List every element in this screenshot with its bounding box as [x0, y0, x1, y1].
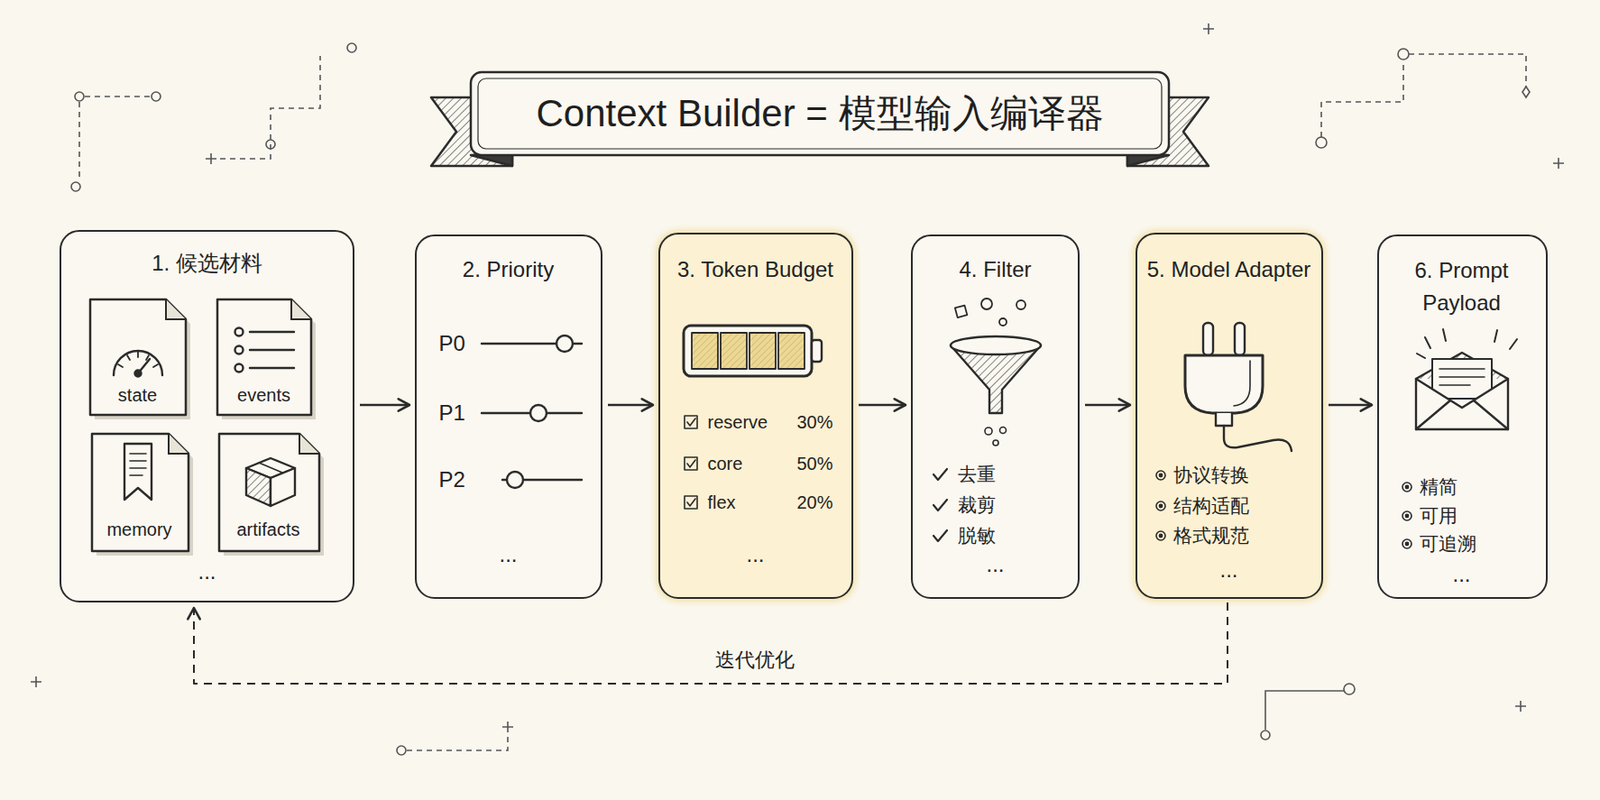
item-text: ... [197, 558, 216, 585]
filter-box: 4. Filter 去重裁剪脱敏... [910, 234, 1080, 599]
doc-card: state [90, 299, 186, 415]
box-heading: 2. Priority [462, 256, 554, 283]
edge-label: 迭代优化 [709, 646, 800, 674]
payload-box: 6. Prompt Payload 精简可用可追溯... [1377, 234, 1548, 599]
doc-card: artifacts [219, 433, 320, 552]
item-text: ... [1452, 560, 1471, 588]
funnel-icon [950, 298, 1041, 446]
item-text: 裁剪 [957, 493, 996, 516]
envelope-icon [1416, 329, 1518, 430]
list-icon [235, 328, 295, 373]
doc-card: events [217, 299, 312, 415]
item-text: 精简 [1419, 475, 1458, 498]
priority-box: 2. PriorityP0P1P2... [414, 234, 603, 599]
box-heading: 5. Model Adapter [1147, 256, 1311, 283]
checkmarks [933, 468, 948, 542]
item-text: ... [498, 541, 517, 568]
gauge-icon [113, 350, 163, 376]
item-text: 50% [796, 452, 833, 475]
item-text: 30% [796, 411, 833, 433]
item-text: 可用 [1419, 504, 1458, 527]
item-text: core [708, 452, 744, 475]
box-heading: 6. Prompt Payload [1387, 254, 1536, 320]
cube-icon [246, 458, 295, 506]
box-heading: 1. 候选材料 [151, 249, 263, 276]
item-text: ... [745, 541, 764, 568]
item-text: memory [106, 518, 172, 541]
item-text: flex [708, 491, 736, 514]
item-text: P1 [439, 399, 466, 426]
priority-sliders [481, 335, 582, 488]
flow-arrow [607, 398, 653, 411]
icons [113, 298, 1518, 549]
materials-box: 1. 候选材料... state events memory artifacts [59, 229, 355, 603]
item-text: reserve [708, 411, 769, 433]
item-text: 20% [796, 491, 833, 514]
feedback-arrow [187, 602, 1228, 684]
item-text: 可追溯 [1419, 532, 1477, 555]
item-text: 协议转换 [1173, 463, 1250, 487]
title-text: Context Builder = 模型输入编译器 [535, 88, 1104, 139]
box-heading: 3. Token Budget [677, 256, 834, 283]
item-text: state [118, 384, 157, 406]
item-text: 格式规范 [1173, 524, 1250, 547]
flow-arrow [359, 398, 410, 411]
item-text: 结构适配 [1173, 494, 1250, 517]
doc-card: memory [91, 433, 189, 552]
flow-arrow [1085, 398, 1131, 411]
item-text: 脱敏 [957, 524, 996, 547]
flow-arrow [1328, 398, 1372, 411]
battery-icon [683, 325, 822, 377]
item-text: P0 [439, 330, 466, 357]
item-text: events [237, 384, 291, 406]
item-text: P2 [439, 466, 466, 493]
box-heading: 4. Filter [958, 256, 1031, 283]
item-text: ... [985, 551, 1004, 578]
plug-icon [1185, 322, 1292, 451]
item-text: 去重 [957, 462, 996, 486]
budget-box: 3. Token Budget reserve 30% core 50% flex 20%.… [658, 232, 854, 599]
bookmark-icon [124, 443, 152, 500]
decorations [30, 23, 1564, 755]
flow-arrow [858, 398, 906, 411]
title-banner [431, 72, 1209, 166]
bullets [1156, 470, 1412, 549]
checkboxes [684, 415, 698, 509]
item-text: artifacts [236, 518, 300, 541]
adapter-box: 5. Model Adapter 协议转换结构适配格式规范... [1135, 232, 1324, 599]
item-text: ... [1219, 556, 1238, 583]
